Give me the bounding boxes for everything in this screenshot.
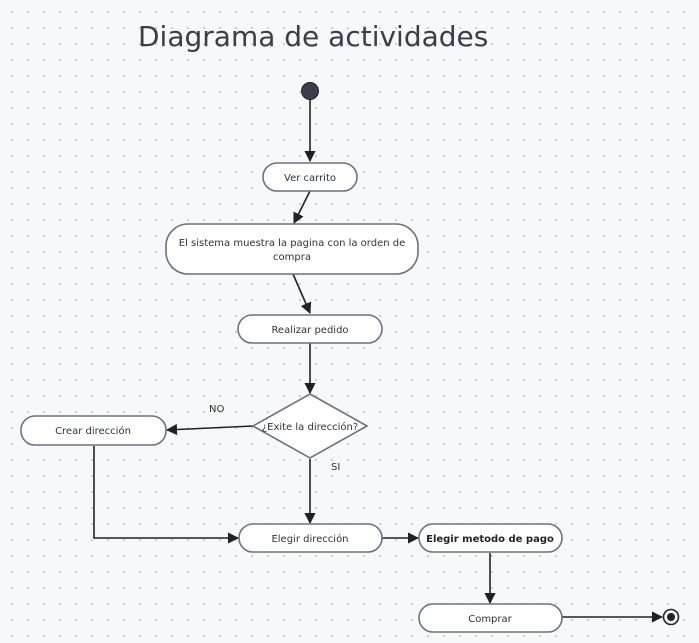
action-sistema-muestra-label-line2: compra <box>273 252 311 263</box>
edge-decision-to-crear-direccion <box>165 423 254 436</box>
action-elegir-metodo-pago-shape[interactable] <box>418 523 563 553</box>
edge-sistema-to-realizar-pedido <box>292 273 312 315</box>
action-crear-direccion-label: Crear dirección <box>55 425 131 437</box>
edge-crear-direccion-to-elegir-direccion <box>93 446 240 544</box>
action-crear-direccion-shape[interactable] <box>20 415 167 446</box>
diagram-title: Diagrama de actividades <box>138 20 489 53</box>
action-sistema-muestra[interactable]: El sistema muestra la pagina con la orde… <box>165 223 419 275</box>
edge-label-si: SI <box>331 462 340 473</box>
action-sistema-muestra-shape[interactable] <box>165 223 419 275</box>
action-elegir-direccion-label: Elegir dirección <box>271 533 348 545</box>
decision-existe-direccion-label: ¿Exite la dirección? <box>262 421 358 433</box>
action-elegir-direccion[interactable]: Elegir dirección <box>238 523 383 553</box>
action-realizar-pedido-shape[interactable] <box>237 314 383 344</box>
action-comprar[interactable]: Comprar <box>418 603 563 633</box>
start-node[interactable] <box>301 82 319 100</box>
action-realizar-pedido[interactable]: Realizar pedido <box>237 314 383 344</box>
end-node-inner <box>667 613 675 621</box>
action-elegir-metodo-pago-label: Elegir metodo de pago <box>426 534 554 545</box>
decision-existe-direccion-shape[interactable] <box>251 393 369 459</box>
action-ver-carrito[interactable]: Ver carrito <box>262 162 358 192</box>
action-sistema-muestra-label-line1: El sistema muestra la pagina con la orde… <box>179 238 406 249</box>
end-node[interactable] <box>662 608 680 626</box>
action-ver-carrito-shape[interactable] <box>262 162 358 192</box>
decision-existe-direccion[interactable]: ¿Exite la dirección? <box>251 393 369 459</box>
action-comprar-label: Comprar <box>468 614 512 625</box>
edge-label-no: NO <box>209 404 224 415</box>
edges <box>93 99 664 623</box>
action-comprar-shape[interactable] <box>418 603 563 633</box>
action-elegir-direccion-shape[interactable] <box>238 523 383 553</box>
action-ver-carrito-label: Ver carrito <box>284 173 336 184</box>
action-elegir-metodo-pago[interactable]: Elegir metodo de pago <box>418 523 563 553</box>
action-realizar-pedido-label: Realizar pedido <box>271 325 348 336</box>
edge-ver-carrito-to-sistema <box>293 190 311 225</box>
action-crear-direccion[interactable]: Crear dirección <box>20 415 167 446</box>
